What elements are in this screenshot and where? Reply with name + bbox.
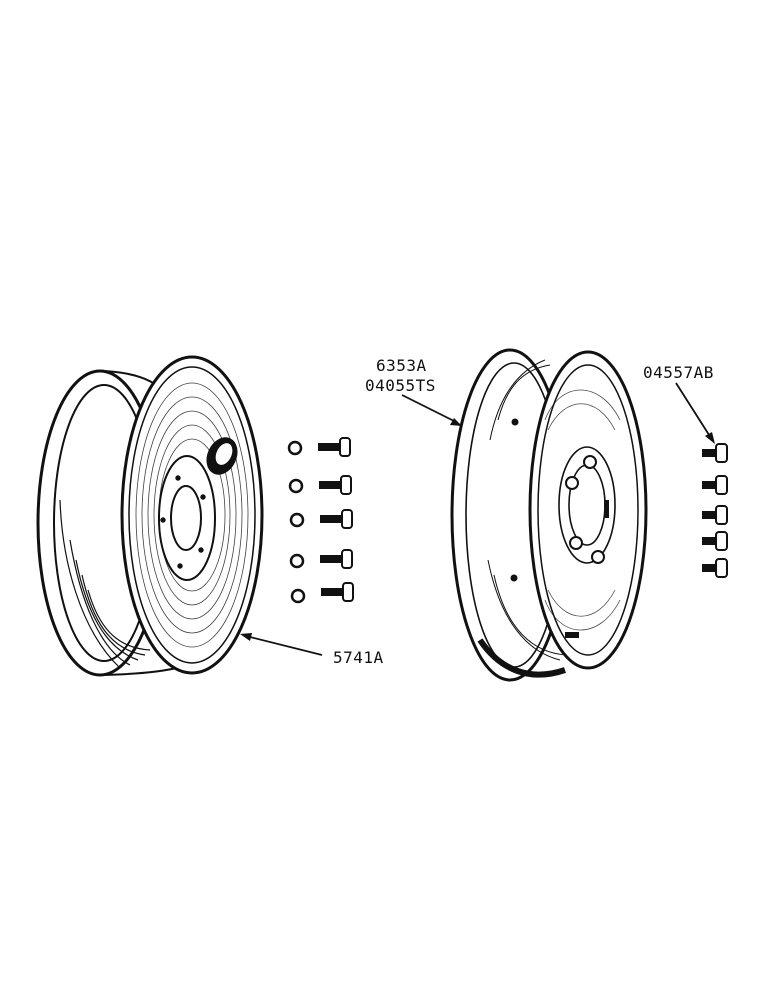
bolt-rear-2 <box>702 475 728 495</box>
bolt-rear-4 <box>702 531 728 551</box>
bolt-front-1 <box>318 437 351 457</box>
bolt-front-3 <box>320 509 353 529</box>
bolt-rear-3 <box>702 505 728 525</box>
leader-5741a <box>240 633 323 656</box>
washer-1 <box>287 440 303 456</box>
bolt-rear-5 <box>702 558 728 578</box>
callout-5741a: 5741A <box>333 648 384 667</box>
washer-2 <box>288 478 304 494</box>
washer-3 <box>289 512 305 528</box>
bolt-front-4 <box>320 549 353 569</box>
rear-bolts <box>702 443 728 578</box>
rear-wheel <box>450 348 648 682</box>
bolt-front-5 <box>321 582 354 602</box>
front-wheel <box>36 355 264 677</box>
washer-4 <box>289 553 305 569</box>
washer-5 <box>290 588 306 604</box>
callout-6353a: 6353A <box>376 356 427 375</box>
callout-04557ab: 04557AB <box>643 363 714 382</box>
front-bolts <box>318 437 354 602</box>
front-washers <box>287 440 306 604</box>
bolt-rear-1 <box>702 443 728 463</box>
bolt-front-2 <box>319 475 352 495</box>
leader-04557ab <box>675 382 715 444</box>
leader-6353a <box>401 394 462 426</box>
callout-04055ts: 04055TS <box>365 376 436 395</box>
